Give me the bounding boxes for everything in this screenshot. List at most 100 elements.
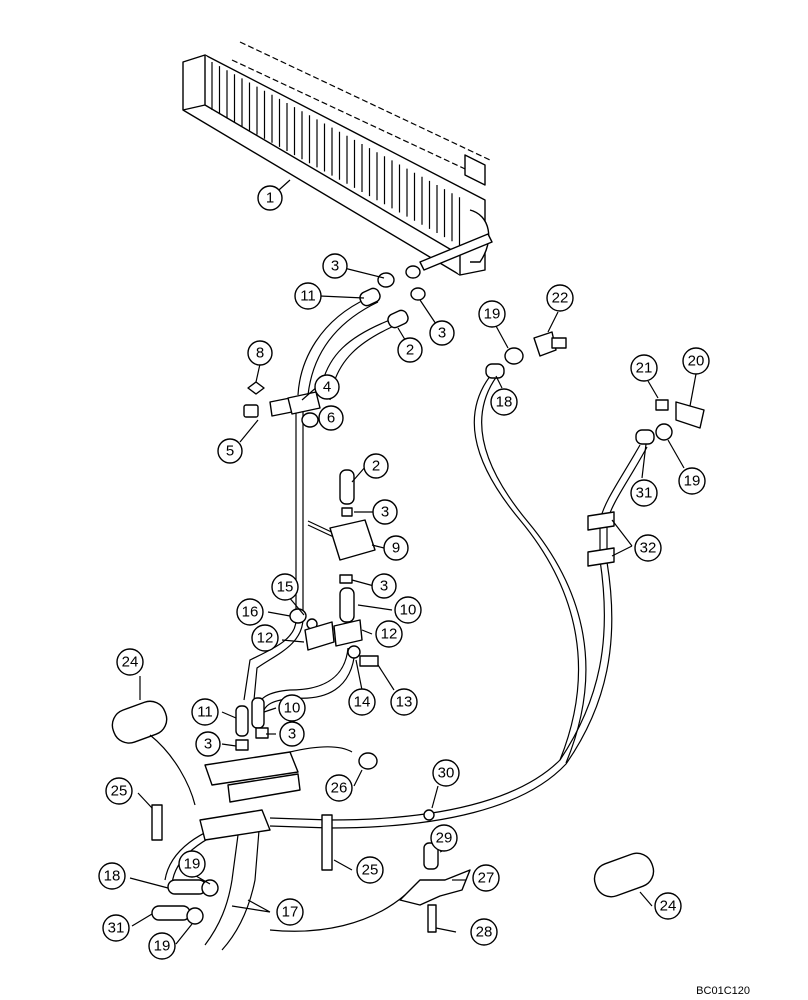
callout-22: 22 — [546, 284, 574, 312]
callout-3: 3 — [429, 320, 455, 346]
callout-24: 24 — [654, 892, 682, 920]
callout-number: 3 — [380, 578, 388, 595]
callout-25: 25 — [356, 856, 384, 884]
callout-number: 19 — [684, 473, 701, 490]
callout-number: 25 — [111, 783, 128, 800]
callout-number: 19 — [154, 938, 171, 955]
callout-number: 6 — [327, 410, 335, 427]
callout-number: 25 — [362, 862, 379, 879]
callout-6: 6 — [318, 405, 344, 431]
callout-number: 3 — [381, 504, 389, 521]
callout-number: 5 — [226, 443, 234, 460]
callout-10: 10 — [394, 596, 422, 624]
callout-19: 19 — [478, 300, 506, 328]
callout-11: 11 — [191, 698, 219, 726]
callout-28: 28 — [470, 918, 498, 946]
leader-lines — [129, 179, 697, 945]
callout-3: 3 — [371, 573, 397, 599]
callout-5: 5 — [217, 438, 243, 464]
callout-2: 2 — [397, 337, 423, 363]
fittings — [111, 265, 705, 933]
callout-number: 11 — [197, 704, 213, 721]
callout-20: 20 — [682, 347, 710, 375]
callout-number: 22 — [552, 290, 569, 307]
callout-number: 26 — [331, 780, 348, 797]
callout-12: 12 — [251, 624, 279, 652]
callout-2: 2 — [363, 453, 389, 479]
callout-18: 18 — [98, 862, 126, 890]
callout-4: 4 — [314, 374, 340, 400]
callout-number: 15 — [277, 579, 294, 596]
callout-3: 3 — [322, 253, 348, 279]
callout-number: 30 — [438, 765, 455, 782]
callout-number: 4 — [323, 379, 331, 396]
callout-number: 2 — [406, 342, 414, 359]
callout-3: 3 — [372, 499, 398, 525]
callout-9: 9 — [383, 535, 409, 561]
callout-number: 11 — [300, 288, 316, 305]
drawing-ref-code: BC01C120 — [696, 985, 750, 997]
callout-14: 14 — [348, 688, 376, 716]
callout-number: 8 — [256, 345, 264, 362]
callout-number: 3 — [331, 258, 339, 275]
callout-number: 18 — [496, 394, 513, 411]
callout-number: 9 — [392, 540, 400, 557]
callout-number: 31 — [636, 485, 653, 502]
hose-lines — [164, 297, 648, 951]
callout-number: 18 — [104, 868, 121, 885]
callout-1: 1 — [257, 185, 283, 211]
callout-19: 19 — [148, 932, 176, 960]
callout-3: 3 — [279, 721, 305, 747]
callout-number: 24 — [660, 898, 677, 915]
callout-number: 16 — [242, 604, 259, 621]
callout-number: 3 — [438, 325, 446, 342]
callout-number: 28 — [476, 924, 493, 941]
callout-number: 20 — [688, 353, 705, 370]
callout-27: 27 — [472, 864, 500, 892]
callout-11: 11 — [294, 282, 322, 310]
callout-number: 12 — [381, 626, 398, 643]
callout-17: 17 — [276, 898, 304, 926]
callout-24: 24 — [116, 648, 144, 676]
callout-31: 31 — [102, 914, 130, 942]
callout-number: 17 — [282, 904, 299, 921]
callout-18: 18 — [490, 388, 518, 416]
callout-3: 3 — [195, 731, 221, 757]
callout-number: 10 — [400, 602, 417, 619]
callout-number: 19 — [184, 856, 201, 873]
callout-number: 3 — [288, 726, 296, 743]
callout-number: 19 — [484, 306, 501, 323]
callout-16: 16 — [236, 598, 264, 626]
callout-19: 19 — [178, 850, 206, 878]
callout-25: 25 — [105, 777, 133, 805]
heater-core — [182, 41, 493, 276]
callout-26: 26 — [325, 774, 353, 802]
callout-30: 30 — [432, 759, 460, 787]
callout-number: 32 — [640, 540, 657, 557]
callout-21: 21 — [630, 354, 658, 382]
callout-8: 8 — [247, 340, 273, 366]
callout-number: 27 — [478, 870, 495, 887]
callout-number: 24 — [122, 654, 139, 671]
callout-19: 19 — [678, 467, 706, 495]
callout-12: 12 — [375, 620, 403, 648]
callout-number: 14 — [354, 694, 371, 711]
callout-10: 10 — [278, 694, 306, 722]
callout-13: 13 — [390, 688, 418, 716]
callout-number: 2 — [372, 458, 380, 475]
callout-number: 31 — [108, 920, 125, 937]
callout-15: 15 — [271, 573, 299, 601]
callout-number: 29 — [436, 830, 453, 847]
callout-32: 32 — [634, 534, 662, 562]
callout-number: 1 — [266, 190, 274, 207]
callout-number: 13 — [396, 694, 413, 711]
callout-number: 10 — [284, 700, 301, 717]
callout-number: 12 — [257, 630, 274, 647]
callout-31: 31 — [630, 479, 658, 507]
callout-29: 29 — [430, 824, 458, 852]
callout-number: 3 — [204, 736, 212, 753]
callout-number: 21 — [636, 360, 653, 377]
